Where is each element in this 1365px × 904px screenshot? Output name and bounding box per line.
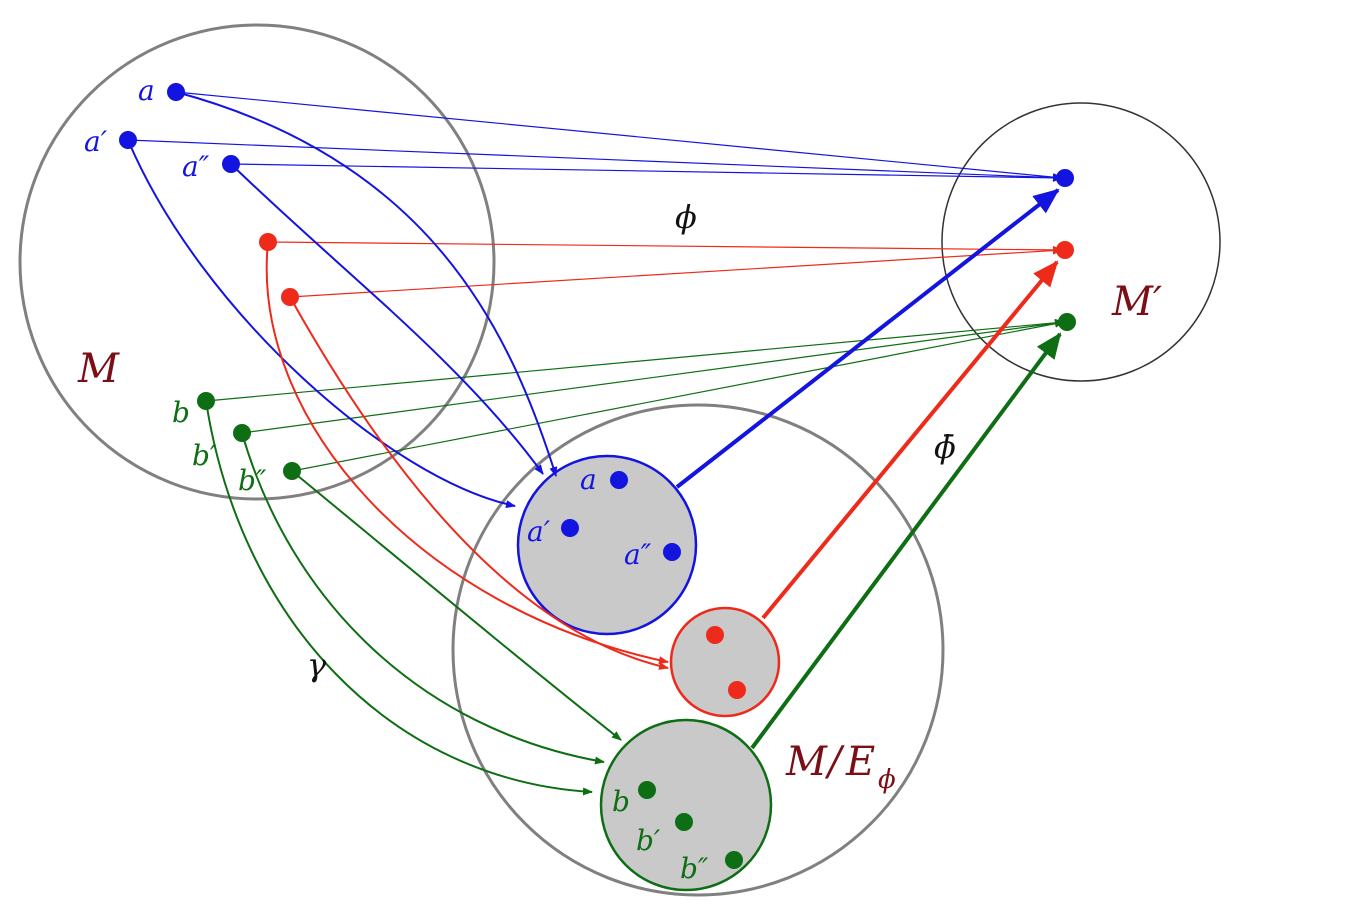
class-point-b2 [725,851,743,869]
class-label-b2: b″ [680,852,709,885]
map-label-gamma: γ [307,646,327,684]
point-a [167,83,185,101]
point-b [197,392,215,410]
class-point-red2 [728,681,746,699]
class-label-a1: a′ [527,515,551,548]
gamma-arrow-red1 [265,241,669,665]
phi-arrows [127,91,1065,472]
phi-arrow-red1 [267,241,1063,254]
quotient-set-label: M / E ϕ [785,739,896,795]
set-M-circle [18,23,496,501]
points-in-classes [561,471,746,869]
point-red1 [259,233,277,251]
quotient-label-E: E [845,739,875,785]
set-quotient-circle [451,403,945,897]
label-a: a [138,74,155,107]
phi-bar-arrow-red [761,260,1059,620]
label-a1: a′ [84,125,108,158]
point-b2 [283,462,301,480]
class-label-a2: a″ [624,538,652,571]
class-point-a2 [663,543,681,561]
gamma-arrow-a2 [230,163,544,475]
gamma-arrows [127,91,669,796]
gamma-arrow-b1 [241,432,605,765]
class-red-circle [669,606,781,718]
image-point-blue [1056,169,1074,187]
phi-arrow-b [205,318,1065,402]
map-label-phi: ϕ [675,198,697,236]
gamma-arrow-a [175,91,558,477]
class-point-b [638,781,656,799]
set-M-prime-label: M′ [1111,279,1162,325]
phi-bar-arrow-blue [675,188,1060,489]
quotient-label-sub: ϕ [878,765,896,795]
quotient-label-M: M [785,739,828,785]
gamma-arrow-red2 [289,296,669,670]
set-M-label: M [77,346,120,392]
points-in-M-prime [1056,169,1076,331]
phi-arrow-a1 [127,139,1063,182]
labels-in-M: a a′ a″ b b′ b″ [84,74,267,497]
phi-arrow-red2 [289,246,1063,298]
label-a2: a″ [182,150,210,183]
class-point-red1 [706,626,724,644]
image-point-red [1056,241,1074,259]
phi-arrow-b2 [291,319,1065,472]
points-in-M [119,83,301,480]
point-red2 [281,288,299,306]
label-b1: b′ [192,439,217,472]
class-green-circle [599,718,773,892]
point-b1 [233,424,251,442]
phi-arrow-a2 [230,163,1063,182]
image-point-green [1058,313,1076,331]
class-blue-circle [516,454,698,636]
class-point-a [610,471,628,489]
gamma-arrow-b [205,400,593,796]
class-point-a1 [561,519,579,537]
point-a1 [119,131,137,149]
labels-in-classes: a a′ a″ b b′ b″ [527,463,709,885]
class-label-b: b [612,785,630,818]
phi-bar-arrow-green [750,332,1062,750]
phi-bar-arrows [675,188,1062,750]
class-label-a: a [580,463,597,496]
label-b: b [172,396,190,429]
quotient-label-slash: / [824,739,845,785]
phi-arrow-a [175,91,1063,182]
gamma-arrow-b2 [291,470,622,741]
map-label-phi-bar: ϕ̄ [934,428,956,466]
set-M-prime-circle [941,102,1221,382]
point-a2 [222,155,240,173]
class-label-b1: b′ [636,824,661,857]
class-point-b1 [675,813,693,831]
gamma-arrow-a1 [127,139,516,509]
label-b2: b″ [238,464,267,497]
phi-arrow-b1 [241,319,1065,434]
